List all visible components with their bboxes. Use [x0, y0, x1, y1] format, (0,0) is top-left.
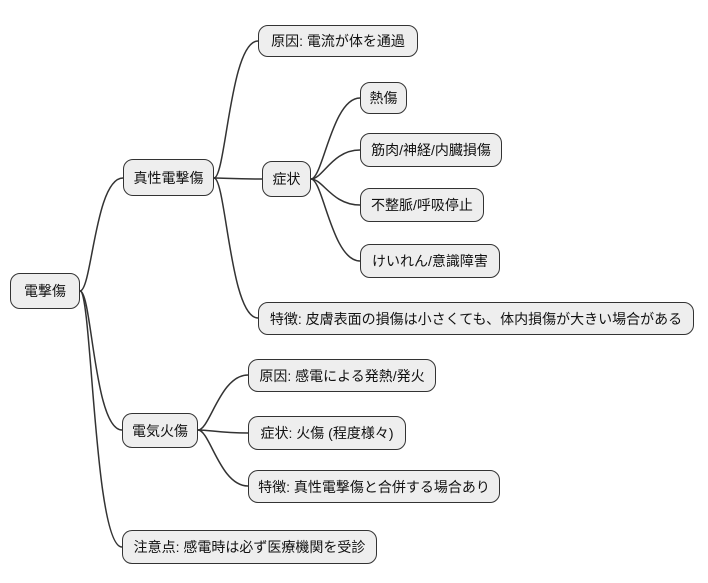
link-electrical-burn-to-feature: [197, 429, 249, 487]
node-symptom-convulsion-consciousness-disorder: けいれん/意識障害: [360, 244, 500, 278]
link-symptoms-to-arrhythmia: [310, 178, 361, 206]
link-true-injury-to-cause: [213, 40, 259, 179]
node-note-always-see-doctor: 注意点: 感電時は必ず医療機関を受診: [122, 530, 377, 564]
node-feature-combined-with-true-injury: 特徴: 真性電撃傷と合併する場合あり: [248, 470, 500, 503]
link-true-injury-to-symptoms: [213, 177, 263, 180]
node-symptom-arrhythmia-respiratory-arrest: 不整脈/呼吸停止: [360, 188, 484, 222]
node-electrical-burn: 電気火傷: [122, 413, 198, 448]
link-symptoms-to-convulsion: [310, 178, 361, 262]
node-feature-internal-damage-warning: 特徴: 皮膚表面の損傷は小さくても、体内損傷が大きい場合がある: [258, 302, 694, 335]
link-symptoms-to-burn: [310, 97, 361, 180]
node-symptom-muscle-nerve-organ-damage: 筋肉/神経/内臓損傷: [360, 133, 502, 167]
node-true-electrical-injury: 真性電撃傷: [123, 159, 214, 196]
node-root-electric-shock-injury: 電撃傷: [10, 273, 80, 309]
node-cause-heat-ignition-from-shock: 原因: 感電による発熱/発火: [248, 359, 436, 392]
link-root-to-electrical-burn: [79, 290, 123, 431]
link-true-injury-to-feature: [213, 177, 259, 319]
link-root-to-true-electrical-injury: [79, 177, 124, 292]
node-symptom-burn-varying-degree: 症状: 火傷 (程度様々): [248, 416, 406, 450]
node-symptoms: 症状: [262, 161, 311, 197]
node-cause-current-through-body: 原因: 電流が体を通過: [258, 25, 418, 57]
link-root-to-note: [79, 290, 123, 548]
link-electrical-burn-to-symptom: [197, 429, 249, 434]
link-electrical-burn-to-cause: [197, 374, 249, 431]
link-symptoms-to-muscle-damage: [310, 149, 361, 180]
node-symptom-thermal-burn: 熱傷: [360, 82, 407, 114]
